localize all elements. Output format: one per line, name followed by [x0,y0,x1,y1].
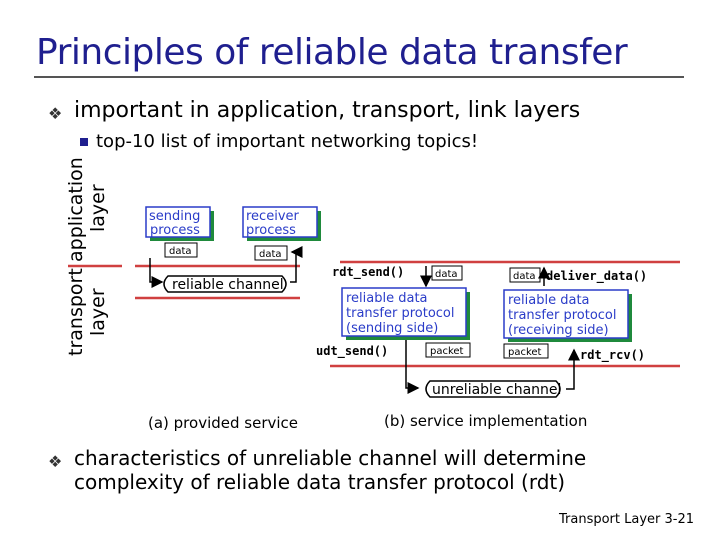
diamond-bullet-icon: ❖ [48,104,63,123]
application-label: application [65,157,87,262]
layer-boundaries [68,260,680,368]
sending-process-box: sending process [145,206,214,241]
deliver-data-label: deliver_data() [546,269,647,284]
caption-b: (b) service implementation [384,412,587,430]
process-label: process [150,223,200,238]
svg-text:transfer protocol: transfer protocol [346,306,455,321]
transport-layer-label: layer [87,288,109,336]
sending-label: sending [149,209,200,224]
left-arrows [149,246,303,288]
slide-title: Principles of reliable data transfer [36,32,628,73]
receiver-protocol-box: reliable data transfer protocol (receivi… [503,289,632,342]
data-in-tag: data [431,265,463,281]
diamond-bullet-icon: ❖ [48,452,63,471]
svg-text:(receiving side): (receiving side) [508,323,609,338]
svg-text:data: data [513,271,536,282]
title-divider [34,76,684,78]
svg-text:data: data [169,246,192,257]
data-tag-left: data [164,242,198,258]
bullet-1: important in application, transport, lin… [74,98,581,123]
receiver-process-box: receiver process [242,206,321,241]
reliable-channel-left: reliable channel [163,275,287,293]
rdt-send-label: rdt_send() [332,265,404,280]
svg-text:(sending side): (sending side) [346,321,438,336]
svg-text:packet: packet [508,347,542,358]
svg-text:reliable channel: reliable channel [172,277,284,293]
square-bullet-icon [80,138,88,146]
rdt-rcv-label: rdt_rcv() [580,348,645,363]
layer-labels: application layer transport layer [65,157,109,356]
packet-in-tag: packet [503,343,549,359]
svg-text:packet: packet [430,346,464,357]
process-label-2: process [246,223,296,238]
udt-send-label: udt_send() [316,344,388,359]
slide-footer: Transport Layer 3-21 [558,512,694,527]
data-out-tag: data [509,267,541,283]
caption-a: (a) provided service [148,414,298,432]
svg-text:reliable data: reliable data [346,291,428,306]
svg-text:unreliable channel: unreliable channel [432,382,561,398]
svg-text:data: data [259,249,282,260]
svg-text:transfer protocol: transfer protocol [508,308,617,323]
receiver-label: receiver [246,209,300,224]
svg-text:reliable data: reliable data [508,293,590,308]
data-tag-right: data [254,245,288,261]
packet-out-tag: packet [425,342,471,358]
unreliable-channel: unreliable channel [425,380,561,398]
application-layer-label: layer [87,184,109,232]
sender-protocol-box: reliable data transfer protocol (sending… [341,287,470,340]
transport-label: transport [65,268,87,356]
svg-text:data: data [435,269,458,280]
bullet-2: characteristics of unreliable channel wi… [74,446,587,494]
sub-bullet: top-10 list of important networking topi… [96,131,479,152]
